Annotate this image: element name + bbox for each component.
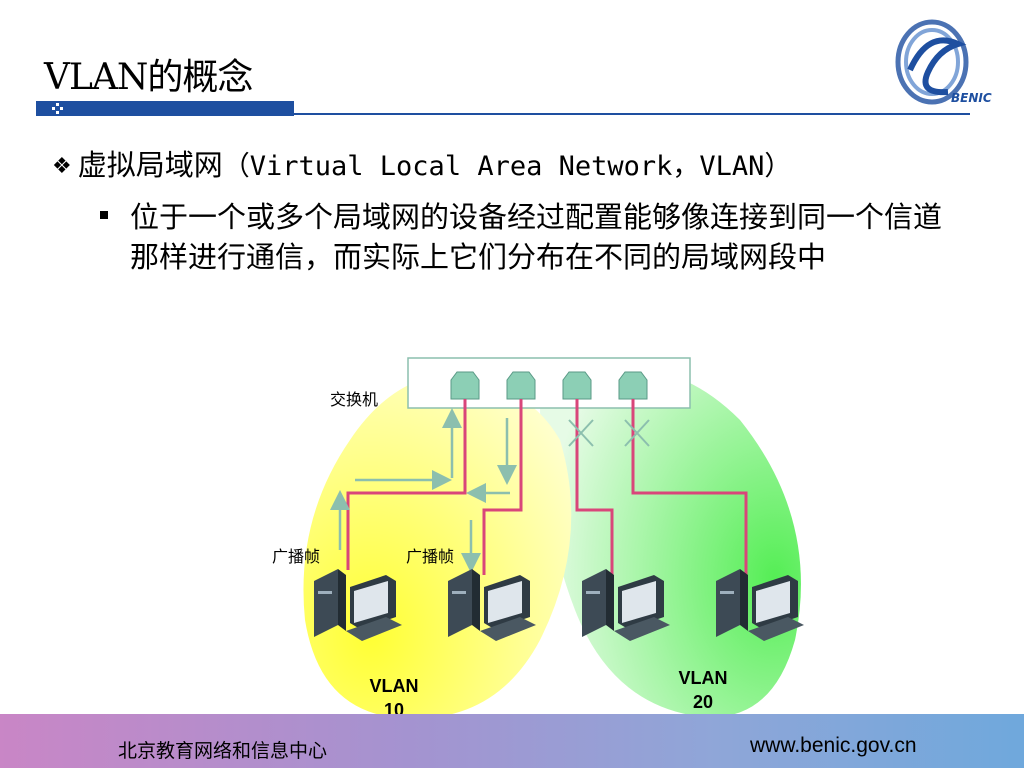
cables	[346, 399, 748, 575]
broadcast-arrows	[330, 408, 517, 573]
slide-title: VLAN的概念	[44, 57, 253, 98]
logo-text: BENIC	[951, 91, 992, 105]
bullet2-text: 位于一个或多个局域网的设备经过配置能够像连接到同一个信道那样进行通信，而实际上它…	[130, 200, 943, 274]
bullet-vlan-description: 位于一个或多个局域网的设备经过配置能够像连接到同一个信道那样进行通信，而实际上它…	[100, 197, 960, 277]
switch-port-4	[618, 371, 648, 400]
footer-url[interactable]: www.benic.gov.cn	[750, 734, 917, 757]
switch-label: 交换机	[330, 390, 378, 409]
cable-3	[575, 399, 614, 575]
vlan10-label-line1: VLAN	[370, 676, 419, 696]
computer-3	[582, 569, 670, 641]
bullet1-tail: （Virtual Local Area Network，VLAN）	[222, 151, 792, 182]
computer-2	[448, 569, 536, 641]
bullet1-head: 虚拟局域网	[77, 148, 223, 182]
broadcast-label-right: 广播帧	[406, 547, 454, 566]
footer-org: 北京教育网络和信息中心	[118, 740, 328, 762]
cable-4	[631, 399, 748, 575]
switch-ports	[450, 371, 648, 400]
switch-port-2	[506, 371, 536, 400]
computer-4	[716, 569, 804, 641]
vlan20-label-line2: 20	[693, 692, 713, 712]
switch-port-1	[450, 371, 480, 400]
vlan20-label-line1: VLAN	[679, 668, 728, 688]
computer-1	[314, 569, 402, 641]
broadcast-label-left: 广播帧	[272, 547, 320, 566]
footer-bar	[0, 714, 1024, 768]
bullet-vlan-definition: ❖虚拟局域网（Virtual Local Area Network，VLAN）	[52, 146, 791, 186]
switch-port-3	[562, 371, 592, 400]
vlan20-region	[540, 369, 801, 718]
switch-box	[407, 357, 691, 409]
benic-logo	[895, 19, 969, 105]
blocked-marks	[568, 419, 650, 447]
diamond-dots-icon	[52, 103, 63, 114]
square-bullet-icon	[100, 211, 108, 219]
cable-1	[346, 399, 467, 570]
diamond-bullet-icon: ❖	[52, 154, 72, 179]
title-underline-bar	[36, 101, 294, 116]
cable-2	[482, 399, 523, 575]
title-rule	[294, 113, 970, 115]
